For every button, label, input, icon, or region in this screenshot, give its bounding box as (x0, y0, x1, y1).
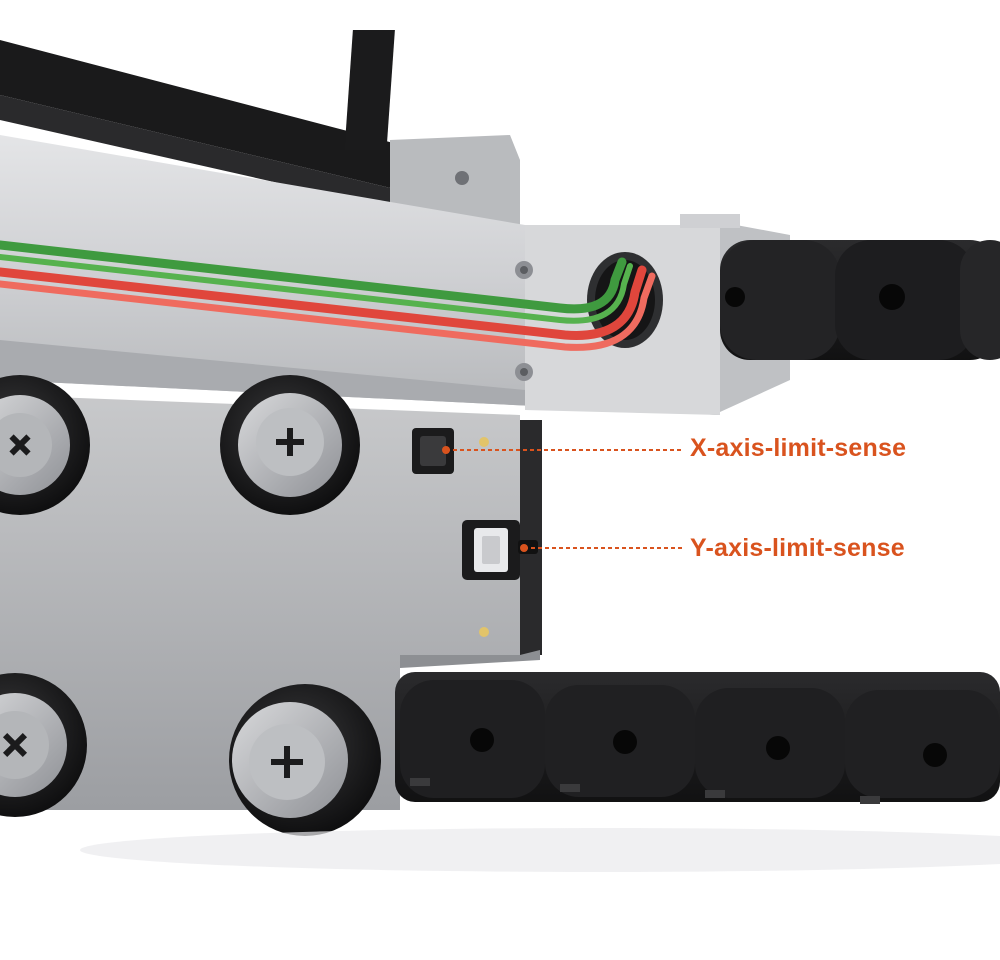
ribbon-wires (0, 240, 656, 351)
floor-shadow (80, 828, 1000, 872)
wheel-bottom-left (0, 673, 87, 817)
y-axis-limit-label: Y-axis-limit-sense (690, 534, 905, 562)
carriage-plate (0, 395, 542, 810)
wheel-bottom-right (229, 684, 381, 836)
top-extrusion (0, 30, 420, 215)
wheel-top-left (0, 375, 90, 515)
upper-drag-chain (720, 240, 1000, 360)
x-axis-limit-label: X-axis-limit-sense (690, 434, 907, 462)
y-limit-switch (462, 520, 538, 637)
callout-lines (442, 446, 684, 552)
x-limit-switch (412, 428, 489, 474)
lower-drag-chain (395, 672, 1000, 804)
wheel-top-right (220, 375, 360, 515)
